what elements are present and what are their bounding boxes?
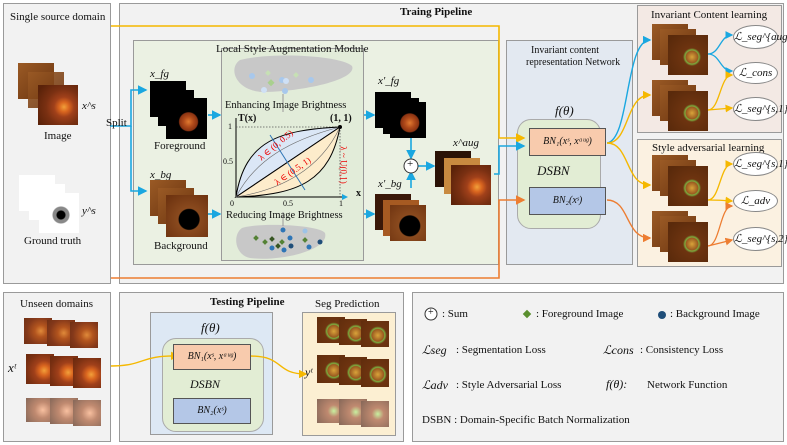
sum-node	[403, 158, 419, 174]
legend-adv: : Style Adversarial Loss	[456, 379, 562, 391]
style-markers	[253, 227, 323, 253]
enhance-label: Enhancing Image Brightness	[225, 100, 347, 111]
source-image-symbol: x^s	[82, 100, 96, 112]
reduce-label: Reducing Image Brightness	[226, 210, 343, 221]
network-title-1: Invariant content	[531, 45, 600, 56]
network-func: f(θ)	[555, 103, 574, 118]
legend-fg: : Foreground Image	[536, 308, 624, 320]
legend-cons-symbol: ℒcons	[603, 343, 634, 357]
bn1-block: BN₁(xˢ, xᵃᵘᵍ)	[529, 128, 606, 156]
aug-to-bn1-arrow	[494, 141, 526, 175]
test-bn1-block: BN₁(xˢ, xᵃᵘᵍ)	[173, 344, 251, 370]
legend-f: Network Function	[647, 379, 728, 391]
background-label: Background	[154, 240, 208, 252]
aug-symbol: x^aug	[453, 137, 480, 149]
legend-dsbn: DSBN : Domain-Specific Batch Normalizati…	[422, 414, 630, 426]
lsam-title: Local Style Augmentation Module	[216, 43, 369, 55]
legend-bg: : Background Image	[670, 308, 760, 320]
source-domain-panel	[3, 3, 111, 284]
loss-adv-seg-s1: ℒ_seg^{s,1}	[733, 152, 787, 176]
curve-ylabel: T(x)	[238, 113, 257, 124]
training-pipeline-title: Traing Pipeline	[400, 6, 473, 18]
source-domain-title: Single source domain	[10, 11, 106, 23]
adversarial-title: Style adversarial learning	[652, 142, 765, 154]
legend-sum-plus: +	[428, 307, 434, 318]
xtick-0: 0	[230, 199, 234, 208]
ytick-05: 0.5	[223, 157, 233, 166]
transform-curve-plot	[234, 55, 353, 259]
loss-seg-s1: ℒ_seg^{s,1}	[733, 97, 787, 121]
source-to-bn1-arrow	[111, 25, 526, 143]
dsbn-label: DSBN	[537, 163, 570, 178]
split-line-bg	[130, 126, 148, 196]
xtick-05: 0.5	[283, 199, 293, 208]
split-label: Split	[106, 117, 127, 129]
curve-xlabel: x	[356, 188, 361, 199]
source-image-label: Image	[44, 130, 72, 142]
seg-prediction-symbol: yᵗ	[305, 365, 313, 379]
unseen-title: Unseen domains	[20, 298, 94, 310]
unseen-symbol: xᵗ	[8, 360, 16, 375]
legend-bg-dot-icon	[658, 311, 666, 319]
bg-aug-symbol: x'_bg	[378, 178, 402, 190]
loss-seg-aug1: ℒ_seg^{aug,1}	[733, 25, 787, 49]
ytick-1: 1	[228, 122, 232, 131]
ground-truth-label: Ground truth	[24, 235, 82, 247]
xtick-1: 1	[339, 199, 343, 208]
lambda-dist: λ ~ U(0,1)	[338, 146, 349, 184]
legend-sum: : Sum	[442, 308, 468, 320]
test-network-func: f(θ)	[201, 320, 220, 335]
legend-panel	[412, 292, 784, 442]
fg-aug-symbol: x'_fg	[378, 75, 400, 87]
test-dsbn-label: DSBN	[190, 377, 220, 391]
legend-f-symbol: f(θ):	[606, 377, 628, 391]
legend-adv-symbol: ℒadv	[422, 378, 448, 392]
network-title-2: representation Network	[526, 57, 621, 68]
legend-fg-diamond-icon	[522, 309, 532, 319]
loss-cons: ℒ_cons	[733, 62, 778, 84]
legend-seg: : Segmentation Loss	[456, 344, 546, 356]
legend-cons: : Consistency Loss	[640, 344, 724, 356]
legend-seg-symbol: ℒseg	[422, 343, 447, 357]
source-to-bn2-arrow	[111, 195, 526, 279]
invariant-title: Invariant Content learning	[651, 9, 768, 21]
bg-symbol: x_bg	[150, 169, 172, 181]
curve-point-label: (1, 1)	[330, 113, 352, 124]
test-bn2-block: BN₂(xˢ)	[173, 398, 251, 424]
testing-pipeline-title: Testing Pipeline	[210, 296, 285, 308]
seg-prediction-title: Seg Prediction	[315, 298, 380, 310]
split-line	[110, 85, 148, 127]
ground-truth-symbol: y^s	[82, 205, 96, 217]
foreground-label: Foreground	[154, 140, 206, 152]
loss-adv: ℒ_adv	[733, 190, 778, 212]
loss-seg-s2: ℒ_seg^{s,2}	[733, 227, 787, 251]
bn2-block: BN₂(xˢ)	[529, 187, 606, 215]
legend-sum-icon	[424, 307, 438, 321]
sum-symbol: +	[407, 158, 414, 170]
fg-symbol: x_fg	[150, 68, 169, 80]
